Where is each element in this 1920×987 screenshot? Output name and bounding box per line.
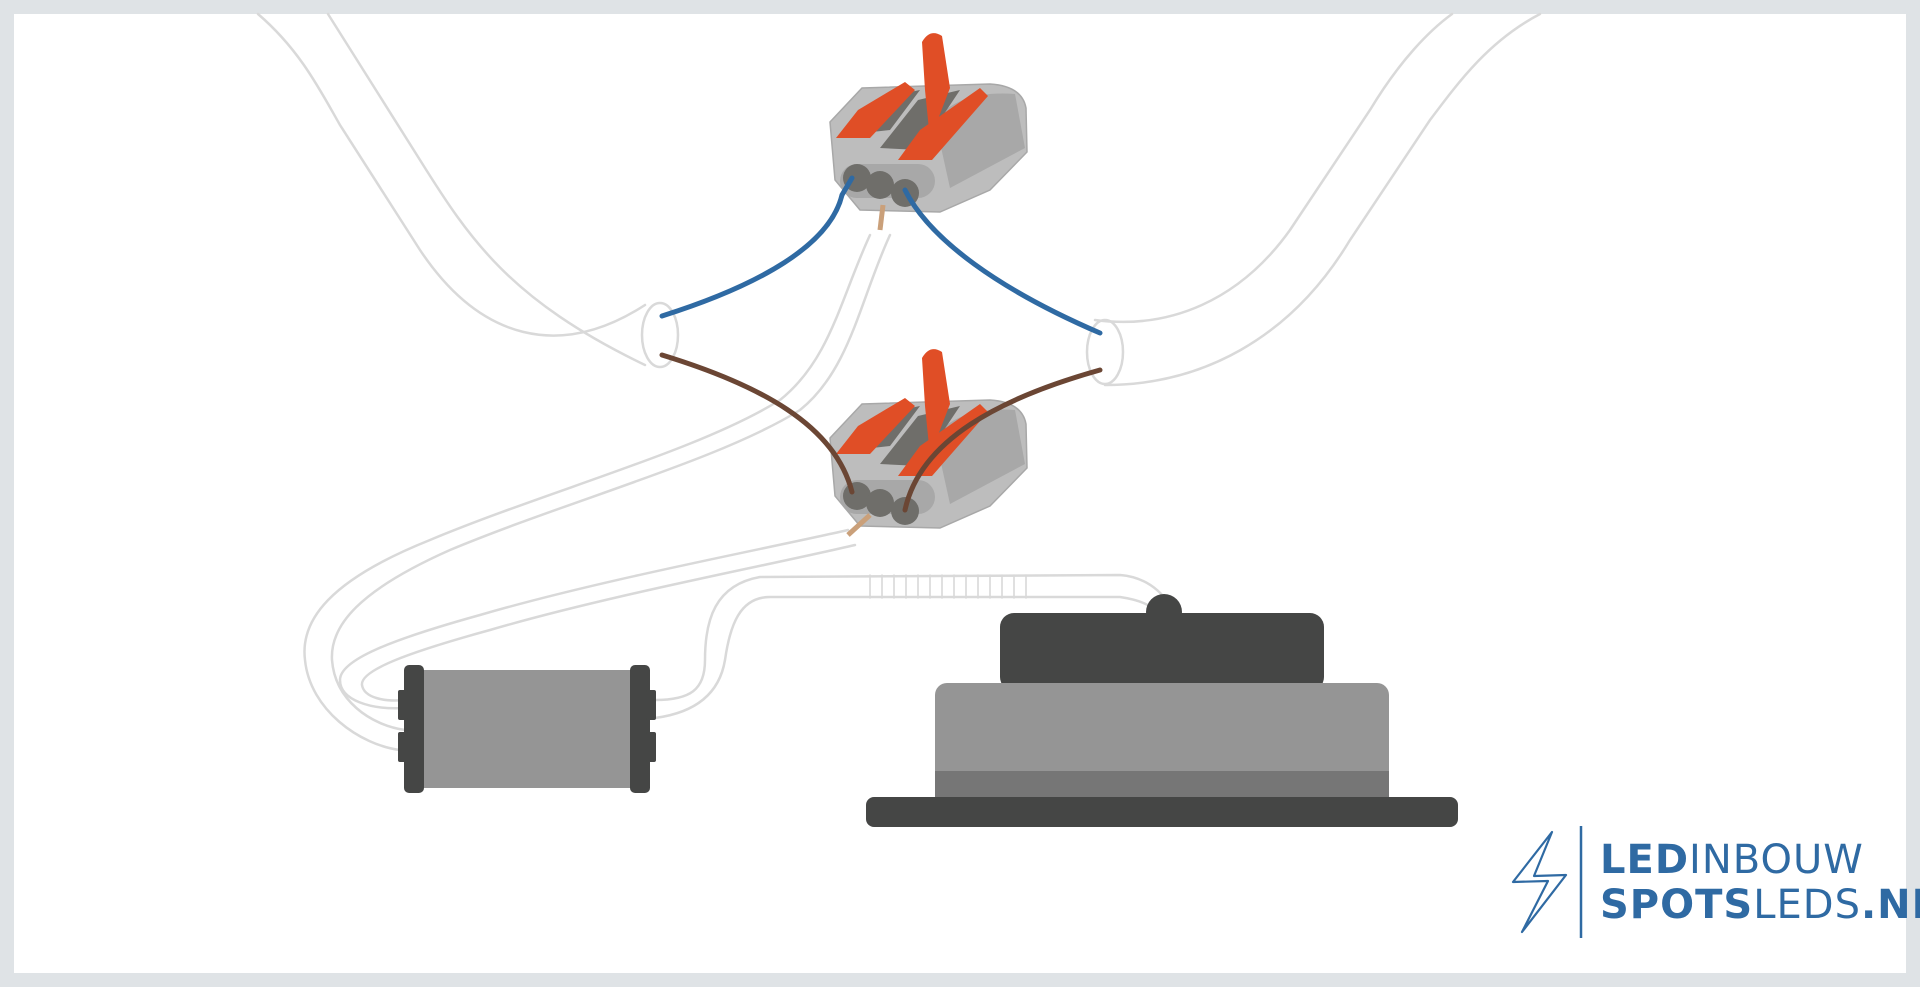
- led-spot: [866, 594, 1458, 827]
- cable-driver-to-spot-a: [653, 573, 1172, 702]
- logo-leds: LEDS: [1753, 882, 1861, 928]
- connector-bottom-port-2: [866, 489, 894, 517]
- spot-flange: [866, 797, 1458, 827]
- lightning-bolt-icon: [1511, 830, 1568, 934]
- logo-line-2: SPOTSLEDS.NL: [1600, 882, 1920, 928]
- logo-led: LED: [1600, 837, 1689, 883]
- driver-cap-left: [404, 665, 424, 793]
- connector-top-ground-stub: [877, 204, 886, 231]
- connector-top-lever-3: [898, 88, 988, 160]
- cable-driver-to-spot-b: [653, 595, 1160, 720]
- connector-bottom-ground-stub: [846, 513, 872, 537]
- wago-connector-bottom: [829, 349, 1028, 537]
- led-driver: [398, 665, 656, 793]
- connector-top-port-2: [866, 171, 894, 199]
- wire-live-right: [902, 367, 1103, 513]
- driver-tab-right-top: [646, 690, 656, 720]
- cable-right-sheath-inner: [1103, 12, 1542, 387]
- driver-body: [418, 670, 640, 788]
- cable-top-to-driver-a: [303, 233, 872, 752]
- logo-inbouw: INBOUW: [1689, 837, 1864, 883]
- cable-right-sleeve: [1085, 318, 1125, 386]
- wire-live-left: [659, 352, 855, 495]
- brand-logo: LEDINBOUW SPOTSLEDS.NL: [1511, 826, 1920, 938]
- cable-right-sheath-outer: [1093, 12, 1454, 324]
- connector-top-lever-1: [836, 82, 915, 138]
- logo-line-1: LEDINBOUW: [1600, 837, 1864, 883]
- cable-left-sheath-inner: [326, 12, 647, 367]
- cable-bottom-to-driver-a: [338, 528, 850, 710]
- logo-domain: .NL: [1861, 882, 1920, 928]
- cable-bottom-to-driver-b: [360, 543, 857, 702]
- spot-body-band: [935, 771, 1389, 799]
- wire-neutral-right: [902, 187, 1103, 336]
- cable-left-sheath-outer: [256, 12, 647, 337]
- connector-top-lever-2-raised: [922, 33, 950, 140]
- wires: [659, 175, 1103, 513]
- connector-bottom-lever-1: [836, 398, 915, 454]
- driver-cap-right: [630, 665, 650, 793]
- cable-top-to-driver-b: [330, 233, 892, 732]
- connector-bottom-lever-3: [898, 404, 988, 476]
- cable-sheaths: [256, 12, 1542, 752]
- driver-tab-right-bottom: [646, 732, 656, 762]
- driver-tab-left-top: [398, 690, 408, 720]
- wire-neutral-left: [659, 175, 855, 319]
- wago-connector-top: [829, 33, 1028, 231]
- driver-tab-left-bottom: [398, 732, 408, 762]
- cable-left-sleeve: [640, 301, 680, 369]
- strain-relief: [869, 574, 1027, 599]
- logo-spots: SPOTS: [1600, 882, 1753, 928]
- spot-top-housing: [1000, 613, 1324, 691]
- connector-bottom-lever-2-raised: [922, 349, 950, 456]
